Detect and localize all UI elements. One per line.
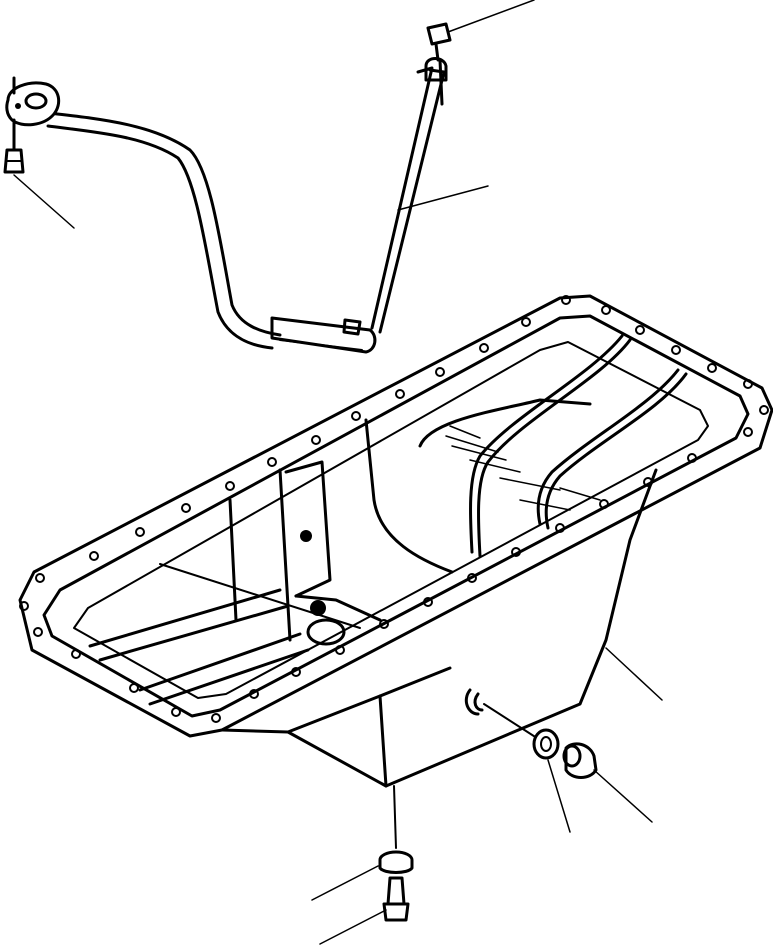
tube-flange xyxy=(5,81,61,127)
drain-plug xyxy=(319,876,410,945)
flange-bolt xyxy=(3,76,75,229)
side-plug xyxy=(464,688,653,823)
side-gasket xyxy=(532,728,571,833)
oil-pan xyxy=(18,294,773,788)
support-bracket xyxy=(370,57,489,334)
suction-tube xyxy=(38,110,377,354)
drain-gasket xyxy=(311,785,414,901)
bracket-bolt xyxy=(426,0,535,106)
pan-bolts xyxy=(19,295,769,723)
